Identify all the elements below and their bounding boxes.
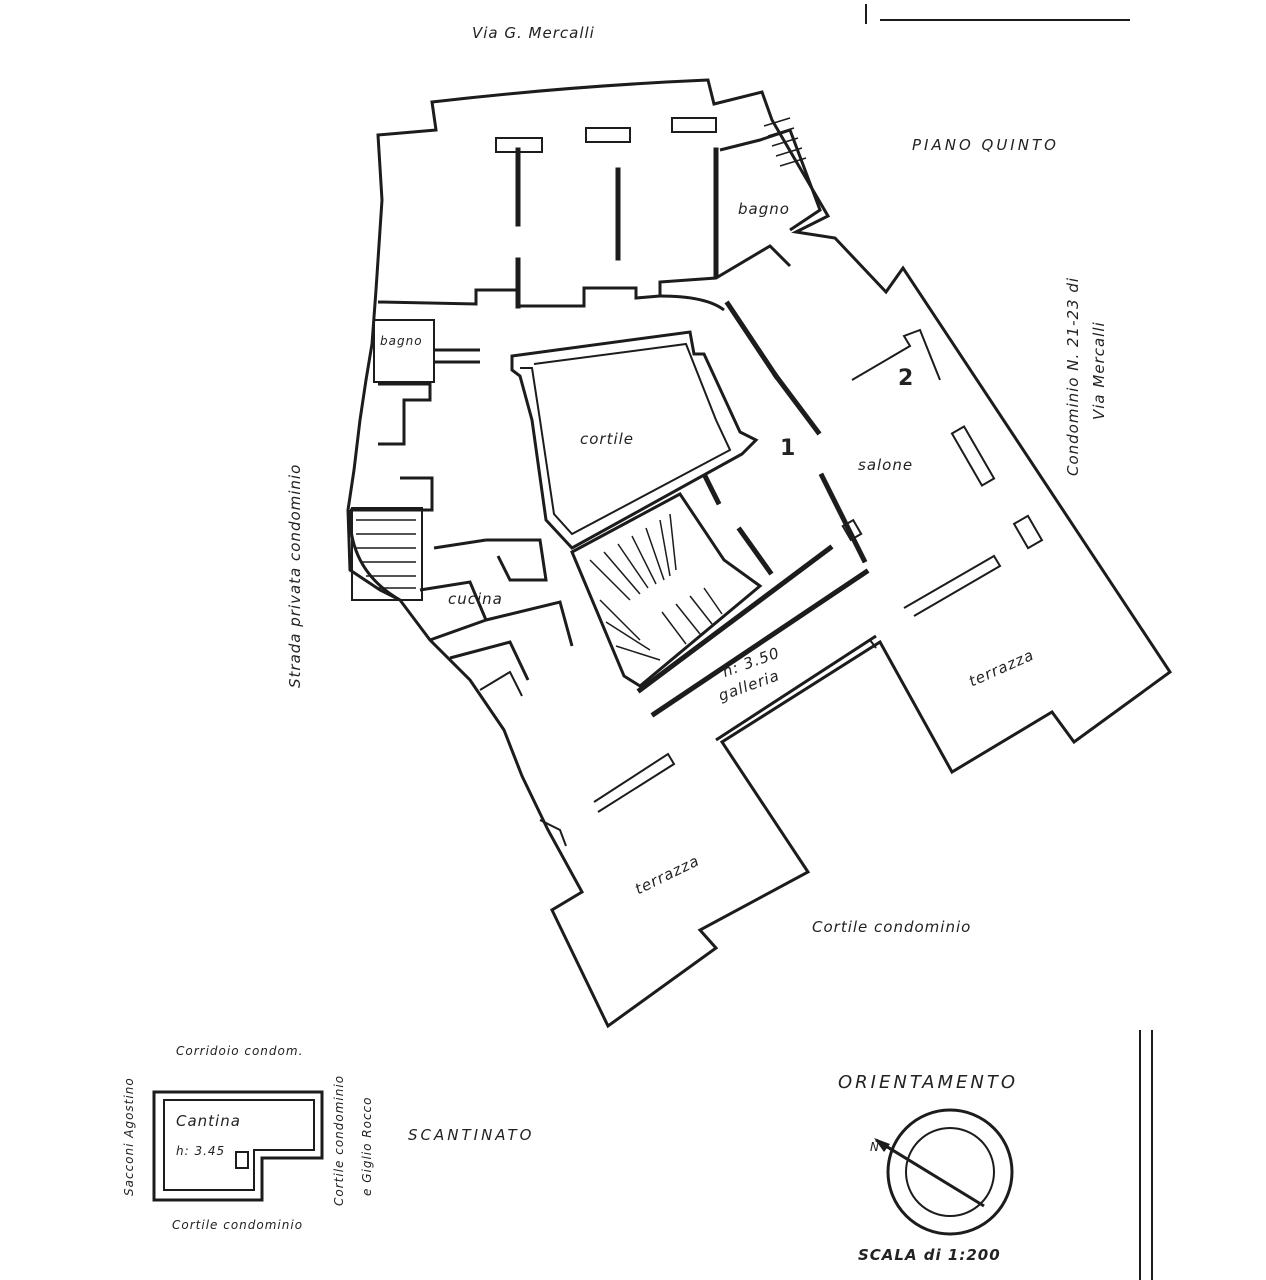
room-label-bagno-left: bagno (380, 334, 423, 348)
room-label-cucina: cucina (448, 590, 503, 608)
room-number-1: 1 (780, 436, 796, 461)
scale-label: SCALA di 1:200 (858, 1246, 1001, 1264)
side-label-left: Strada privata condominio (286, 463, 304, 688)
basement-bottom-label: Cortile condominio (172, 1218, 304, 1232)
courtyard-label: Cortile condominio (812, 918, 972, 936)
basement-room-label: Cantina (176, 1112, 241, 1130)
basement-right-owner-1: Cortile condominio (332, 1074, 346, 1206)
interior-walls (350, 117, 1044, 847)
service-stair-treads (356, 519, 416, 589)
roof-stair-treads (763, 117, 807, 167)
room-label-bagno-right: bagno (738, 200, 790, 218)
north-label: N (870, 1140, 880, 1154)
side-label-right-1: Condominio N. 21-23 di (1064, 276, 1082, 476)
basement-right-owner-2: e Giglio Rocco (360, 1096, 374, 1197)
room-label-salone: salone (858, 456, 914, 474)
scale-ruler (1139, 1030, 1153, 1280)
street-label-top: Via G. Mercalli (472, 24, 595, 42)
room-label-cortile: cortile (580, 430, 635, 448)
basement-title: SCANTINATO (408, 1126, 535, 1144)
side-label-right-2: Via Mercalli (1090, 321, 1108, 420)
floor-title: PIANO QUINTO (912, 136, 1059, 154)
basement-height: h: 3.45 (176, 1144, 226, 1158)
main-stair-treads (589, 513, 723, 661)
orientation-title: ORIENTAMENTO (838, 1072, 1019, 1093)
basement-left-owner: Sacconi Agostino (122, 1077, 136, 1196)
compass (874, 1108, 1014, 1236)
room-number-2: 2 (898, 366, 914, 391)
basement-corridor-label: Corridoio condom. (176, 1044, 304, 1058)
basement-plan (152, 1090, 324, 1202)
